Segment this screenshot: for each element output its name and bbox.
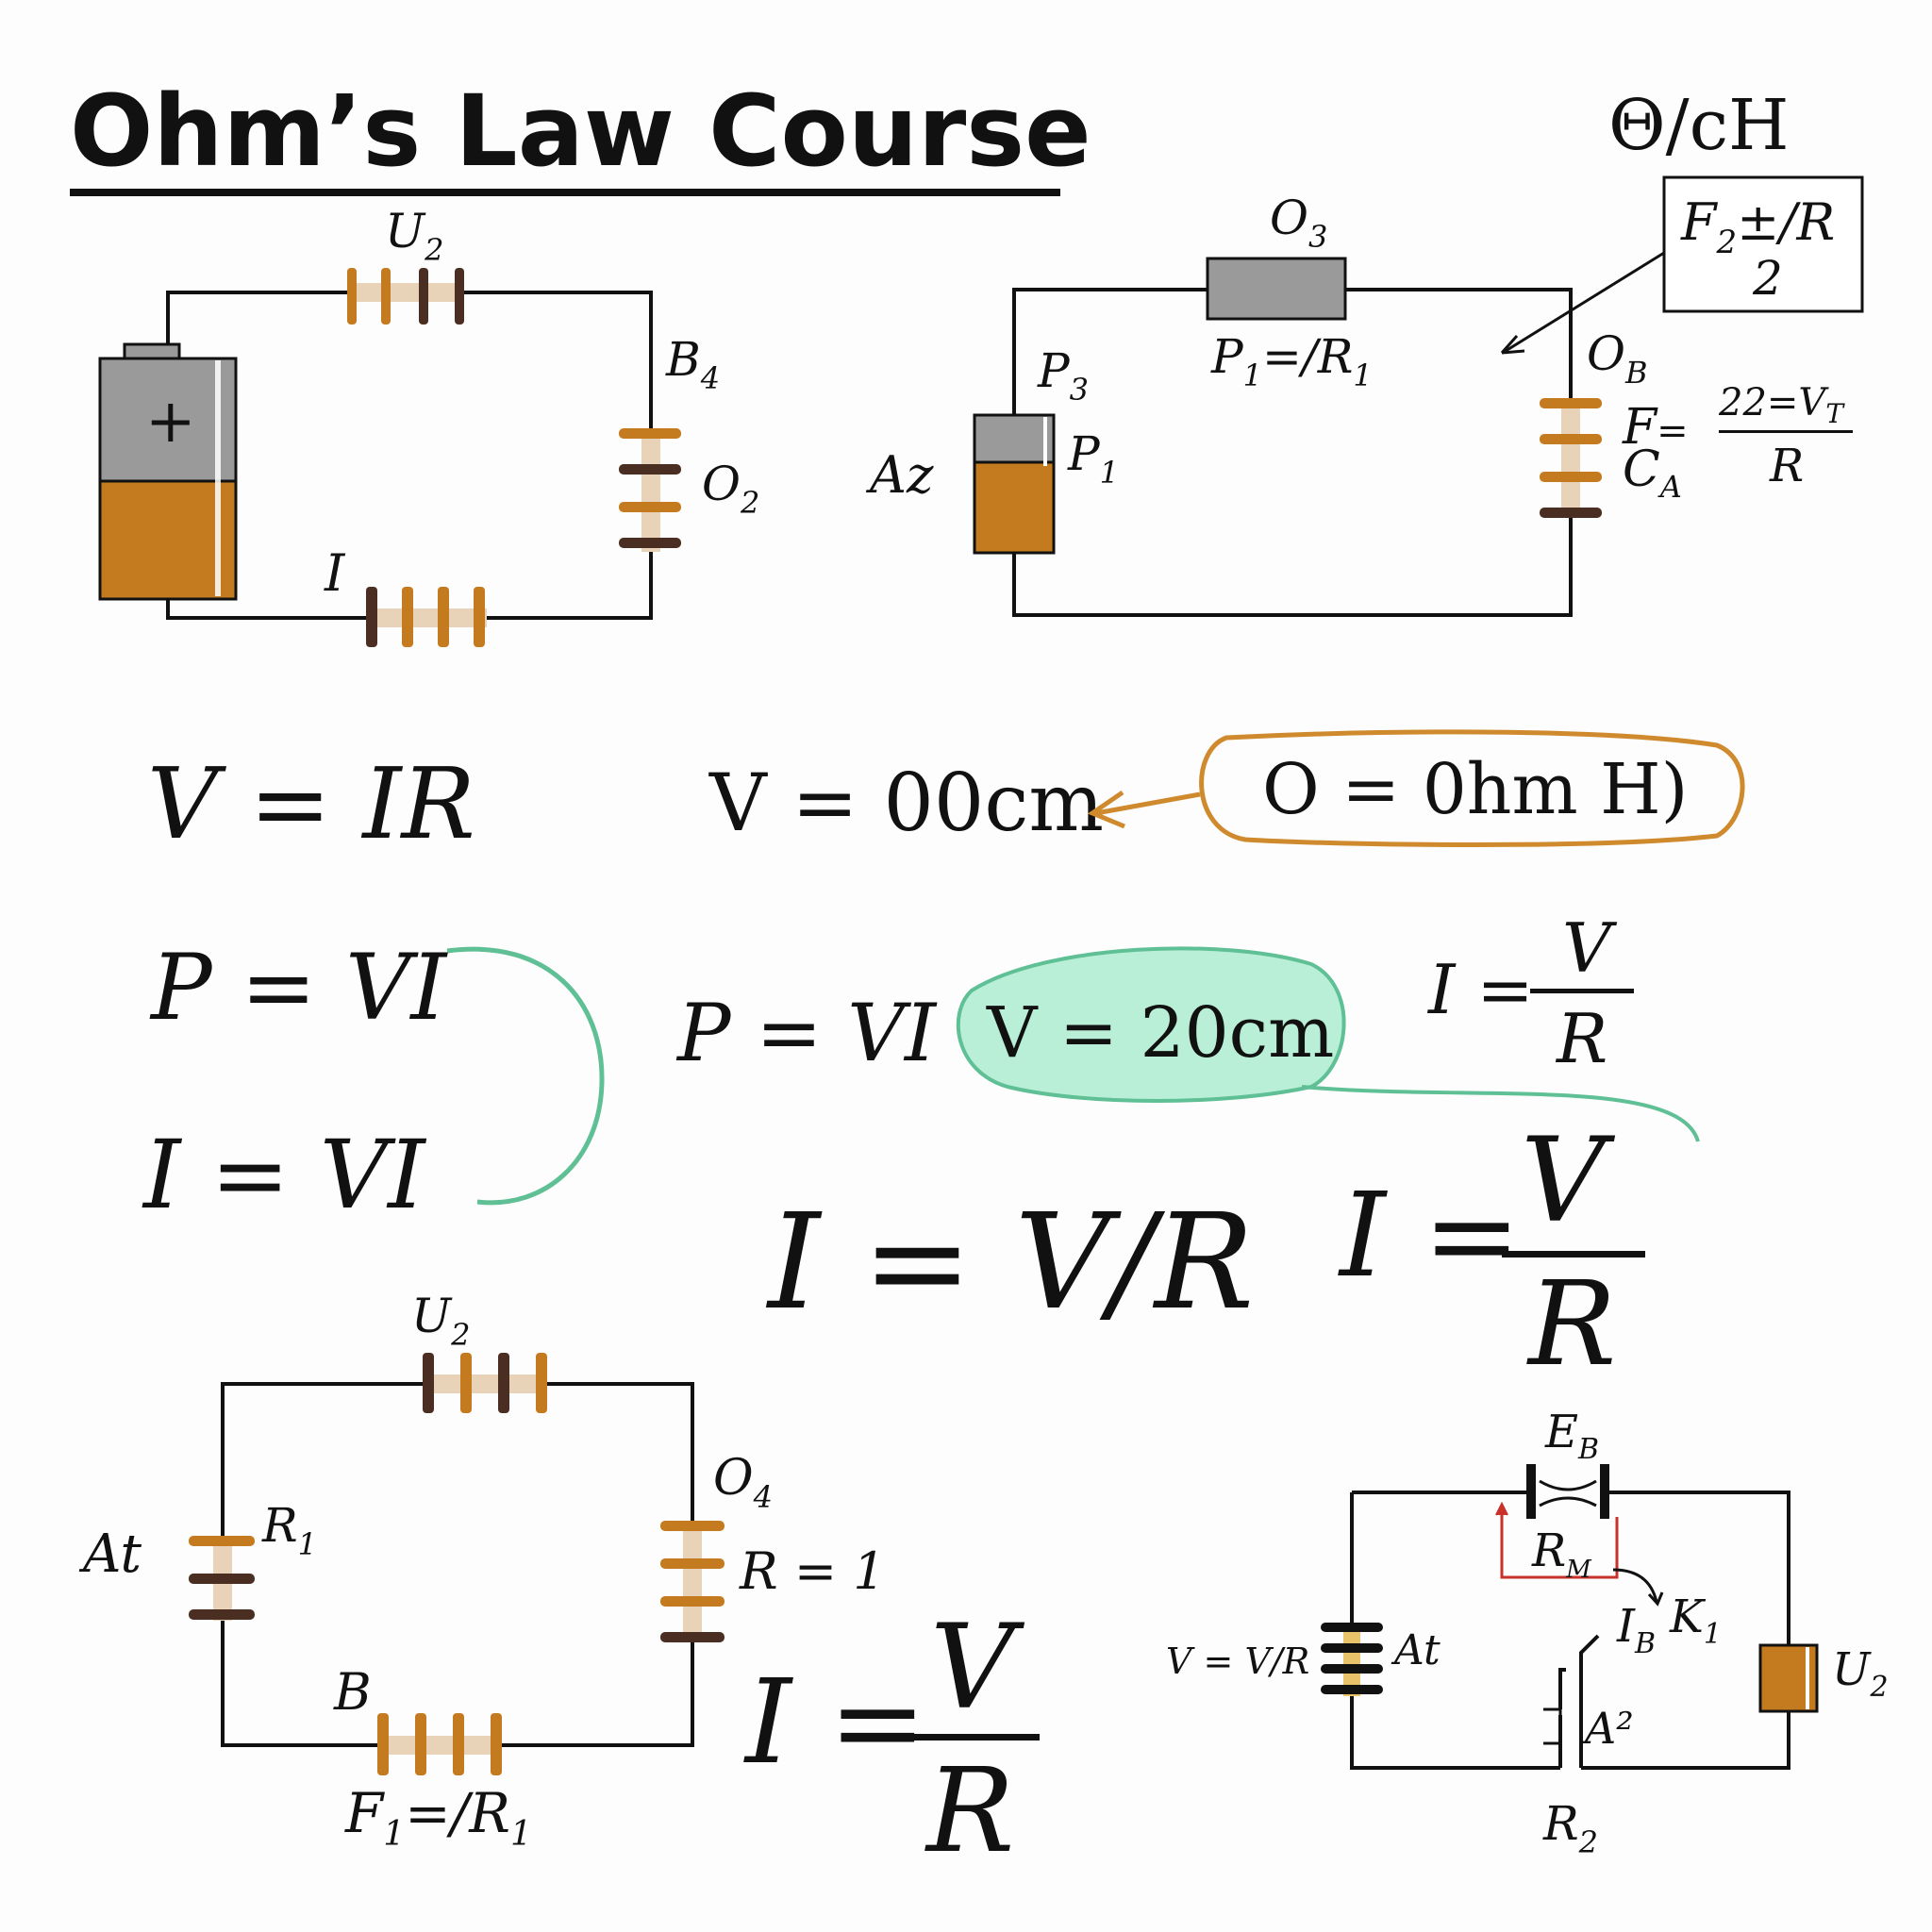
arrow-head-icon [1500,335,1525,355]
circuit-wire [1350,1491,1790,1770]
eq-i-big-den: R [1526,1257,1616,1392]
arrow-head-icon [1087,790,1125,829]
battery [973,413,1056,555]
label-ca: CA [1623,441,1682,505]
label-o4: O4 [713,1450,773,1515]
circuit-top-left: + U2 B4 O2 I [98,204,759,647]
eq-p-vi-mid: P = VI [675,987,938,1079]
label-az: Az [865,445,934,505]
page-title: Ohm’s Law Course [70,74,1091,189]
label-o3: O3 [1270,191,1327,255]
label-f: F= [1622,399,1689,456]
eq-i-bottom: I = [743,1655,926,1790]
ohm-note-outline [1199,729,1745,847]
resistor-top [1206,257,1347,321]
resistor-top [347,268,464,325]
resistor-right [619,428,681,552]
circuit-wire [166,291,653,620]
resistor-top [423,1353,547,1413]
title-underline [70,189,1060,196]
teal-connector [1301,1085,1700,1142]
label-ob: OB [1587,326,1648,391]
circuit-wire [221,1382,694,1747]
resistor-bottom [366,587,487,647]
circuit-bottom-right: EB RM IB K1 At V = V/R A² U2 R2 [1166,1406,1889,1860]
circuit-top-right: O3 P1=/R1 P3 P1 Az OB F= CA 22=VT R F2±/… [865,175,1864,617]
formula-box-line2: 2 [1752,251,1783,306]
label-u2: U2 [1832,1643,1889,1704]
eq-i-small-den: R [1555,999,1607,1078]
battery: + [98,342,238,601]
battery-sign: + [145,387,196,457]
label-v-v-r: V = V/R [1166,1641,1309,1682]
arrow-head-icon [1647,1591,1664,1607]
arrow-head-icon [1495,1501,1508,1516]
pointer-arrow [1505,251,1665,353]
label-u2: U2 [385,204,444,268]
eq-i-big-num: V [1521,1113,1616,1249]
eq-i-bottom-num: V [930,1600,1025,1736]
eq-i-small-num: V [1562,908,1618,988]
label-at: At [78,1524,142,1585]
eq-p-vi-left: P = VI [149,935,448,1041]
label-u2: U2 [411,1289,471,1353]
label-rm: RM [1531,1524,1592,1584]
switch-contact [1543,1707,1562,1745]
teal-bracket [446,946,605,1206]
label-r-eq-1: R = 1 [739,1541,886,1601]
circuit-bottom-left: U2 At R1 O4 R = 1 B F1=/R1 [78,1289,886,1854]
eq-v-ir: V = IR [147,746,475,861]
label-o2: O2 [702,457,759,521]
label-k1: K1 [1669,1591,1722,1651]
fraction-bar [1502,1251,1645,1257]
curved-arrow [1612,1568,1658,1603]
label-a2: A² [1581,1703,1634,1754]
label-p1-r1: P1=/R1 [1210,329,1373,393]
fraction-bar [1530,989,1634,993]
eq-i-big: I = [1338,1168,1521,1304]
capacitor-top [1526,1464,1609,1519]
label-ib: IB [1616,1600,1656,1660]
resistor-bottom [377,1713,502,1775]
label-at: At [1391,1626,1441,1674]
battery-left [1321,1623,1383,1696]
resistor-right [660,1521,724,1642]
eq-i-vi: I = VI [142,1120,427,1230]
eq-i-small: I = [1426,950,1534,1029]
label-r1: R1 [261,1498,317,1562]
fraction-bar [1719,430,1853,433]
label-f1-r1: F1=/R1 [344,1781,532,1854]
eq-v-20cm: V = 20cm [986,992,1334,1074]
formula-box [1662,175,1864,313]
fraction-bar [904,1734,1040,1740]
label-p3: P3 [1037,343,1089,408]
label-p1: P1 [1067,426,1119,491]
red-current-path [1500,1506,1619,1579]
eq-v-00cm: V = 00cm [708,757,1104,849]
label-b4: B4 [665,332,720,396]
eq-i-bottom-den: R [924,1743,1014,1879]
frac-denominator: R [1769,440,1804,492]
formula-box-line1: F2±/R [1680,192,1835,261]
resistor-right [1540,398,1602,518]
label-i: I [324,543,346,603]
corner-label: Θ/cH [1608,85,1790,166]
label-r2: R2 [1542,1796,1598,1860]
ohm-note-arrow [1095,791,1201,816]
label-eb: EB [1544,1406,1599,1466]
frac-numerator: 22=VT [1718,381,1845,429]
label-b: B [333,1662,372,1722]
ohm-note-text: O = 0hm H) [1262,749,1689,830]
eq-i-v-over-r: I = V/R [765,1186,1254,1340]
resistor-left [189,1536,255,1621]
